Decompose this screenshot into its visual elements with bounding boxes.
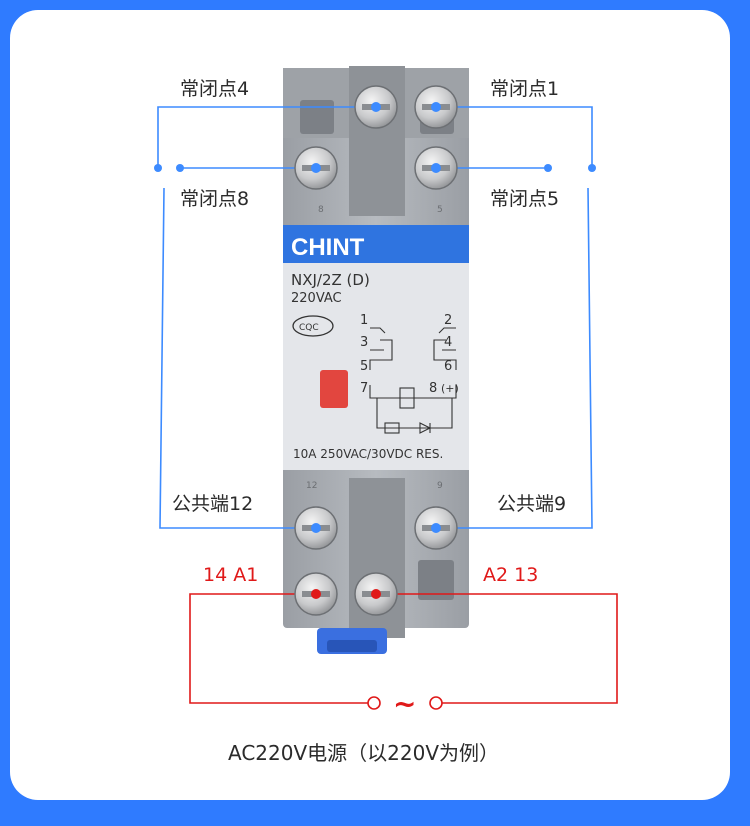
wire-dots [154,164,596,172]
screw-terminal-a2 [354,572,398,616]
pin-4: 4 [444,335,452,350]
label-nc8: 常闭点8 [180,188,249,210]
terminal-mark-9: 9 [437,481,443,491]
label-nc1: 常闭点1 [490,78,559,100]
pin-polarity: (+) [441,382,459,395]
model-text: NXJ/2Z (D) [291,271,370,289]
label-nc4: 常闭点4 [180,78,249,100]
screw-terminal-8 [294,146,338,190]
wire-com9 [436,187,593,529]
wire-a2 [376,593,618,704]
label-a2: A2 13 [483,564,538,586]
supply-caption: AC220V电源（以220V为例） [228,741,499,765]
screw-terminal-12 [294,506,338,550]
pin-2: 2 [444,313,452,328]
screw-terminal-a1 [294,572,338,616]
label-panel: CHINT NXJ/2Z (D) 220VAC CQC 1 2 3 4 5 6 … [283,225,469,470]
nc-wiring [157,106,593,529]
label-nc5: 常闭点5 [490,188,559,210]
wire-a1 [189,593,368,704]
pin-1: 1 [360,313,368,328]
screw-terminal-4 [354,85,398,129]
ac-source: ~ [367,687,443,720]
ac-terminal-right [429,696,443,710]
ac-terminal-left [367,696,381,710]
pin-3: 3 [360,335,368,350]
label-a1: 14 A1 [203,564,258,586]
wire-nc4 [157,106,376,168]
status-indicator [320,370,348,408]
terminal-screws [294,85,458,616]
contact-schematic [369,327,457,434]
screw-terminal-5 [414,146,458,190]
pin-6: 6 [444,359,452,374]
terminal-mark-5: 5 [437,205,443,215]
cqc-mark [292,315,334,337]
pin-5: 5 [360,359,368,374]
ac-symbol: ~ [393,687,416,720]
terminal-mark-8: 8 [318,205,324,215]
voltage-text: 220VAC [291,291,342,306]
screw-terminal-9 [414,506,458,550]
label-com9: 公共端9 [497,493,566,515]
terminal-mark-12: 12 [306,481,317,491]
cert-text: CQC [299,323,319,333]
pin-7: 7 [360,381,368,396]
brand-strip [283,225,469,263]
wire-com12 [159,187,310,529]
rating-text: 10A 250VAC/30VDC RES. [293,447,443,461]
label-com12: 公共端12 [172,493,253,515]
screw-terminal-1 [414,85,458,129]
wire-nc1 [436,106,593,168]
coil-wiring [189,593,618,704]
pin-8: 8 [429,381,437,396]
brand-logo: CHINT [291,234,365,261]
